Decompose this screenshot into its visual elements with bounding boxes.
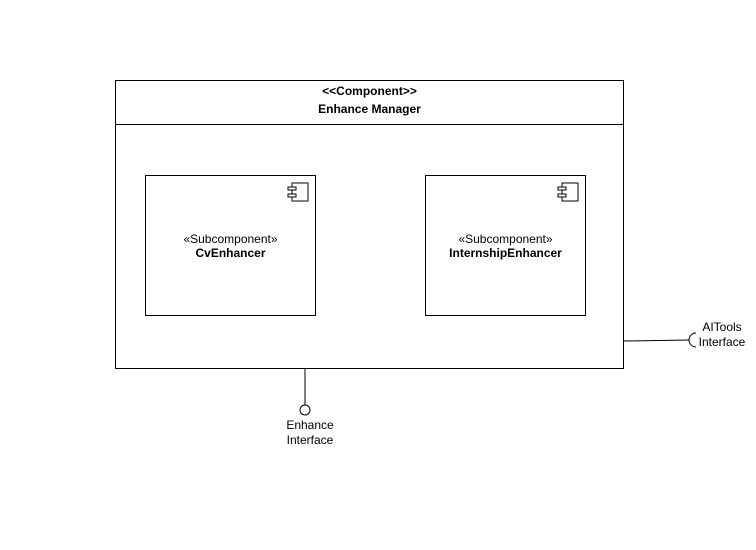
- component-stereotype: <<Component>>: [322, 84, 417, 98]
- subcomponent-stereotype: «Subcomponent»: [183, 232, 278, 246]
- subcomponent-cvenhancer[interactable]: «Subcomponent» CvEnhancer: [145, 175, 316, 316]
- required-interface-connector: [623, 339, 690, 342]
- required-interface-label: AITools Interface: [692, 320, 752, 350]
- component-icon: [287, 182, 309, 202]
- subcomponent-internshipenhancer[interactable]: «Subcomponent» InternshipEnhancer: [425, 175, 586, 316]
- provided-interface-label-line2: Interface: [286, 433, 334, 447]
- component-title: Enhance Manager: [318, 102, 421, 116]
- provided-interface-lollipop[interactable]: [299, 404, 311, 416]
- provided-interface-label-line1: Enhance: [286, 418, 334, 432]
- subcomponent-name: CvEnhancer: [195, 246, 266, 260]
- component-header: <<Component>> Enhance Manager: [116, 81, 623, 125]
- required-interface-label-line2: Interface: [698, 335, 746, 349]
- provided-interface-label: Enhance Interface: [270, 418, 350, 448]
- subcomponent-stereotype: «Subcomponent»: [458, 232, 553, 246]
- subcomponent-name: InternshipEnhancer: [449, 246, 562, 260]
- required-interface-label-line1: AITools: [702, 320, 742, 334]
- component-icon: [557, 182, 579, 202]
